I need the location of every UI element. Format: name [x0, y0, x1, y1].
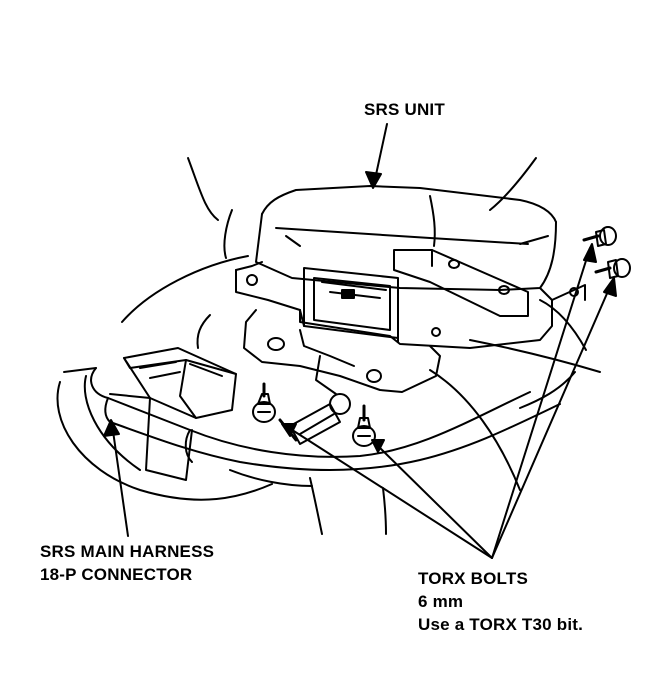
torx-label-line2: 6 mm [418, 592, 464, 611]
harness-connector-label: SRS MAIN HARNESS 18-P CONNECTOR [40, 540, 214, 586]
wiring-harness [56, 367, 561, 501]
srs-unit-label-text: SRS UNIT [364, 100, 445, 119]
torx-bolt-lower-right [594, 258, 631, 279]
harness-18p-connector [109, 347, 237, 481]
arrowhead-torx-upper-right [583, 243, 597, 263]
harness-label-line2: 18-P CONNECTOR [40, 565, 193, 584]
arrowhead-torx-lower-right [603, 277, 617, 297]
torx-label-line1: TORX BOLTS [418, 569, 528, 588]
leader-torx-left [285, 425, 493, 559]
leader-torx-upper-right [491, 247, 591, 559]
torx-bolts-label: TORX BOLTS 6 mm Use a TORX T30 bit. [418, 567, 583, 636]
leader-lines [103, 123, 617, 559]
console-contours [121, 157, 601, 535]
arrowhead-torx-center [371, 439, 385, 453]
leader-torx-lower-right [491, 281, 613, 559]
harness-label-line1: SRS MAIN HARNESS [40, 542, 215, 561]
leader-harness [111, 423, 129, 537]
arrowhead-torx-left [281, 423, 297, 437]
srs-unit-connector-socket [299, 267, 399, 339]
torx-bolt-center [352, 404, 376, 447]
torx-label-line3: Use a TORX T30 bit. [418, 615, 584, 634]
leader-torx-center [377, 445, 493, 559]
mounting-bracket [393, 235, 549, 317]
srs-unit-label: SRS UNIT [364, 98, 445, 121]
torx-bolt-upper-right [582, 226, 617, 247]
srs-unit-body [235, 185, 586, 395]
arrowhead-harness [103, 419, 120, 437]
arrowhead-srs-unit [365, 171, 382, 189]
torx-bolt-left [252, 382, 276, 423]
